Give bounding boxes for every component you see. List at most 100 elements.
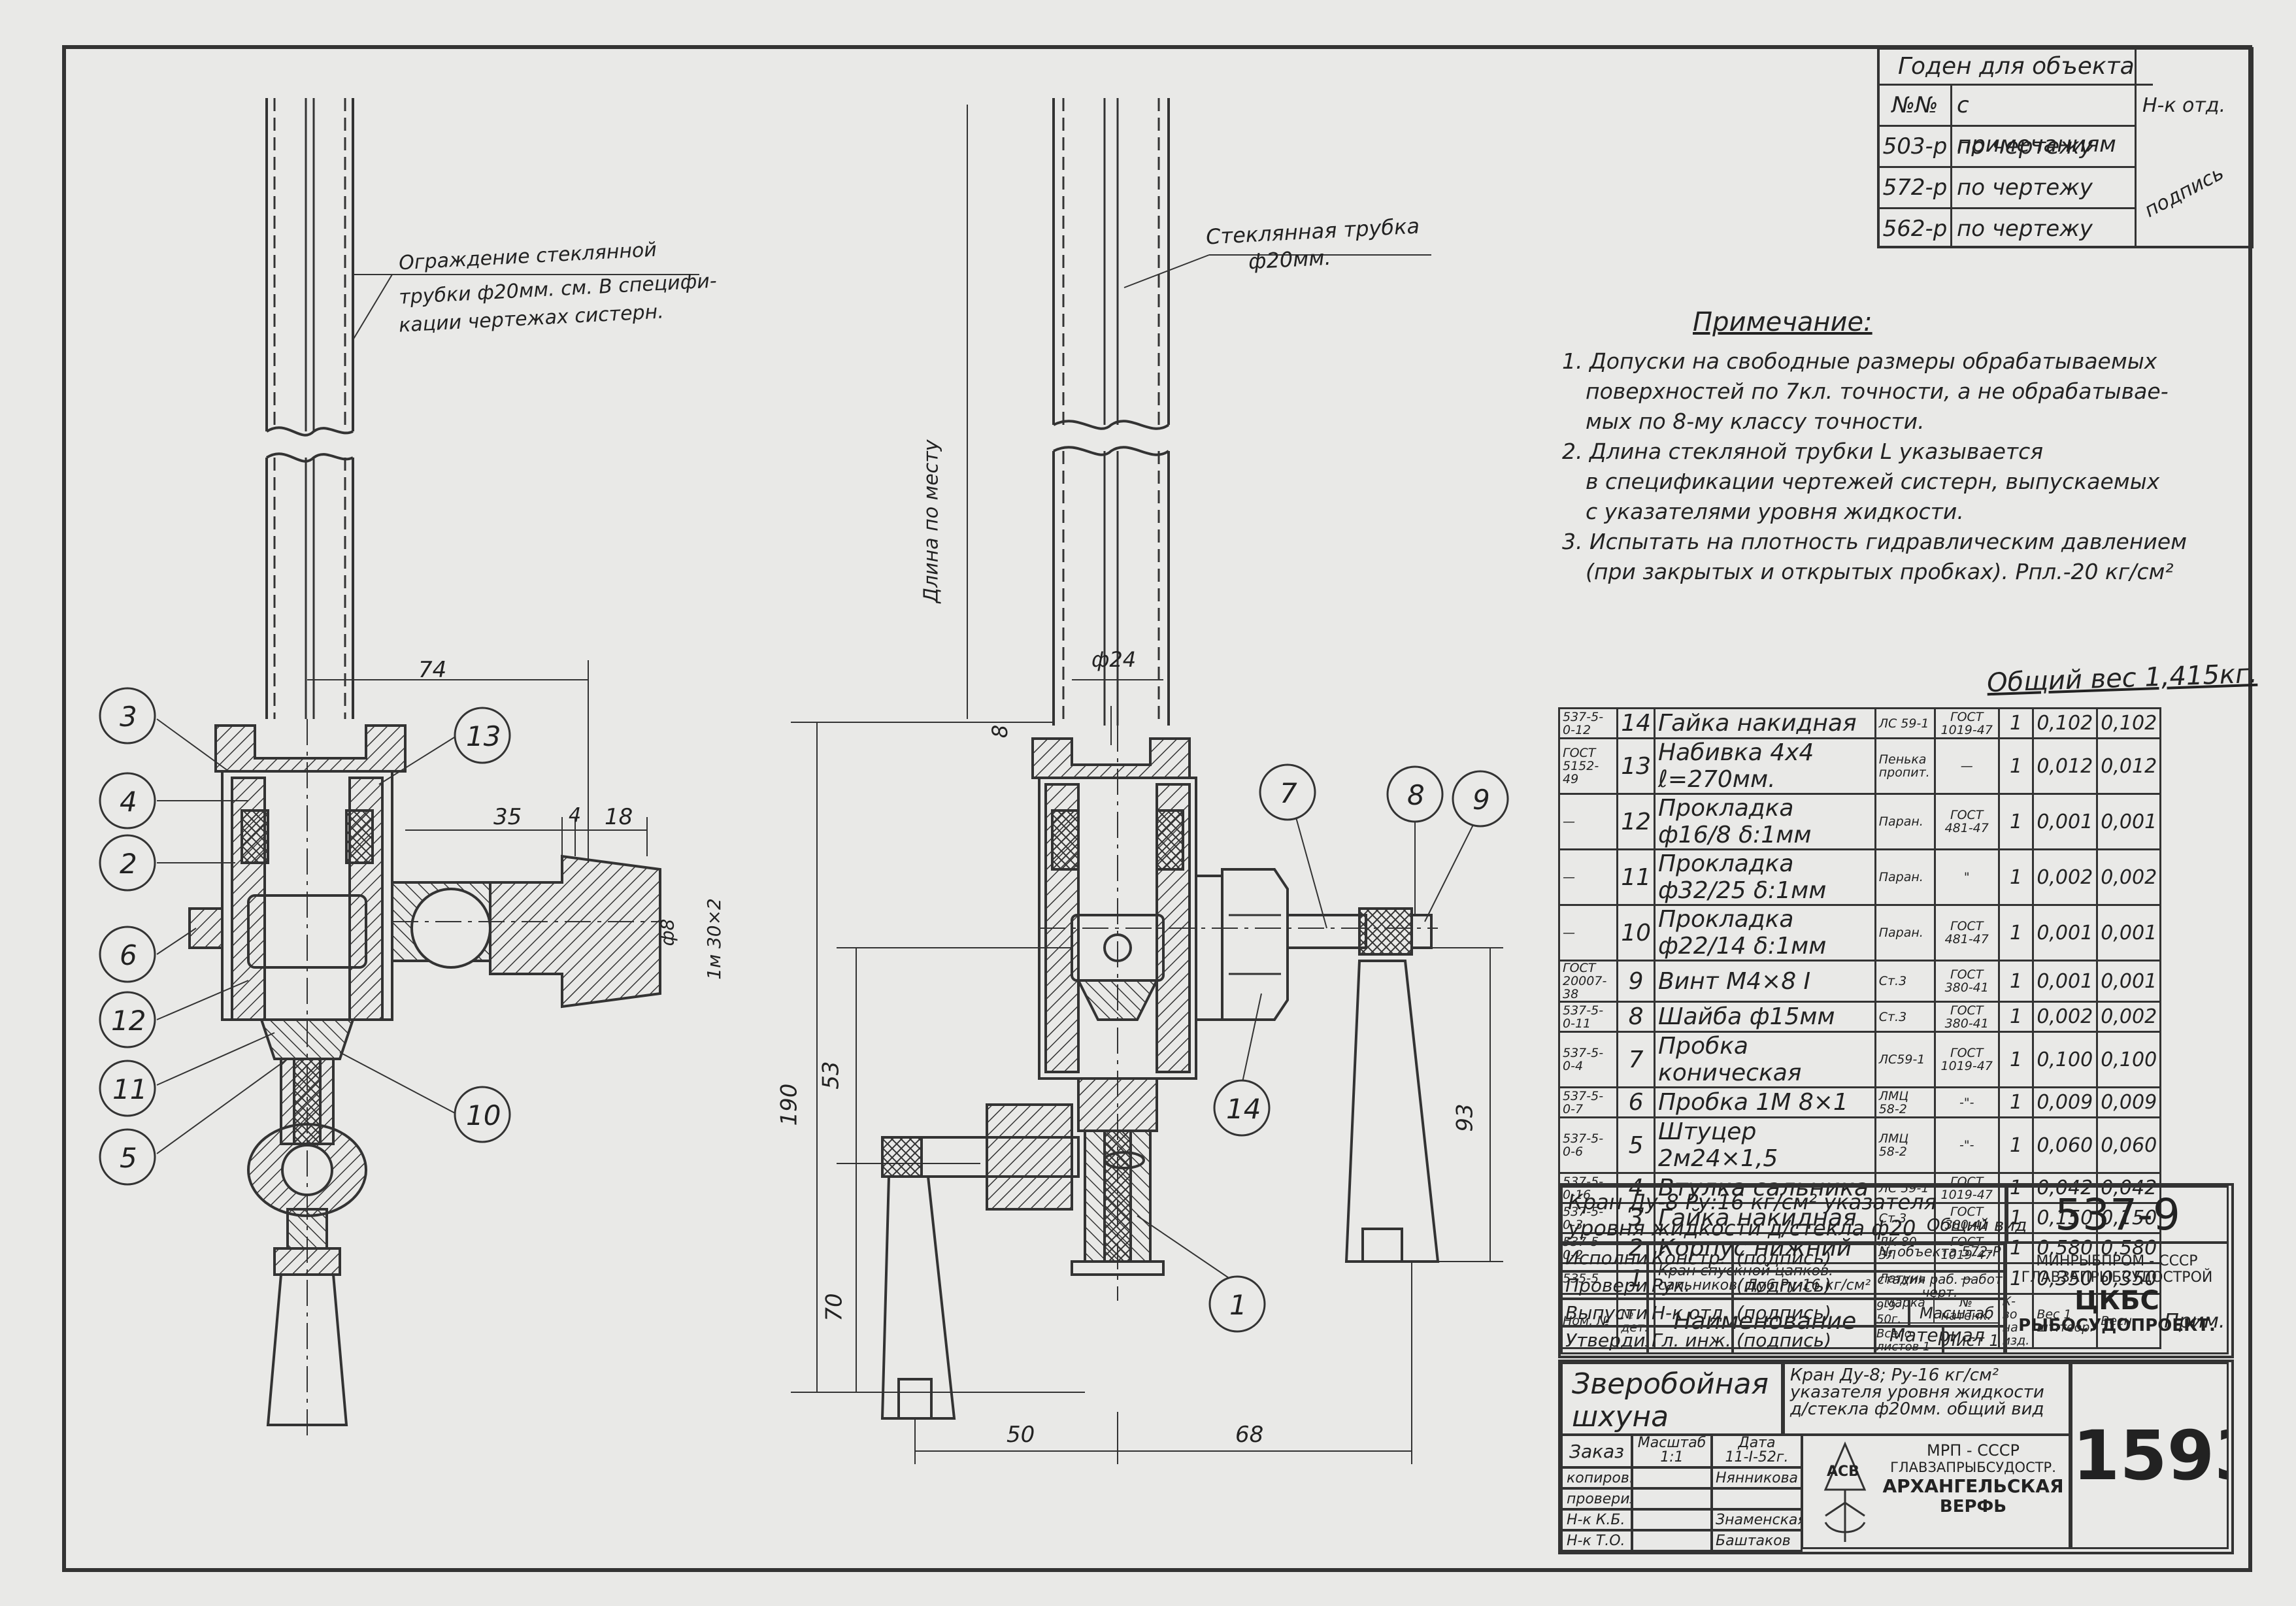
- title-main-org: МИНРЫБПРОМ - СССР ГЛАВЗАПРЫБСУДОСТРОЙ ЦК…: [2005, 1242, 2229, 1354]
- parts-note: [2161, 739, 2228, 794]
- title-main-signature: (подпись): [1732, 1326, 1876, 1354]
- title2-org-3: АРХАНГЕЛЬСКАЯ: [1882, 1475, 2064, 1497]
- title2-scale: Масштаб 1:1: [1631, 1434, 1712, 1468]
- parts-name: Прокладка ф32/25 δ:1мм: [1654, 848, 1876, 906]
- parts-w2: 0,002: [2096, 1001, 2162, 1033]
- title-main-signature: (подпись): [1732, 1243, 1876, 1272]
- parts-header-w: Вес 1 шт.: [2037, 1307, 2072, 1335]
- parts-qty: 1: [1997, 793, 2035, 850]
- balloon-1: 1: [1229, 1289, 1247, 1321]
- parts-doc: ГОСТ 20007-38: [1557, 960, 1619, 1003]
- title2-scale-label: Масштаб: [1637, 1435, 1706, 1451]
- parts-w1: 0,001: [2032, 904, 2099, 962]
- title-main-org-1: МИНРЫБПРОМ - СССР: [2036, 1253, 2198, 1269]
- parts-header-row: Ном. № № дет. Наименование Марка № натен…: [1557, 1293, 2228, 1349]
- note-line: 3. Испытать на плотность гидравлическим …: [1562, 529, 2188, 554]
- balloon-10: 10: [466, 1099, 501, 1131]
- validity-col-head: Н-к отд.: [2142, 94, 2226, 117]
- parts-std: ": [1933, 848, 2000, 906]
- note-line: 2. Длина стекляной трубки L указывается: [1562, 439, 2044, 464]
- title2-org-text: МРП - СССР ГЛАВЗАПРЫБСУДОСТР. АРХАНГЕЛЬС…: [1875, 1441, 2069, 1516]
- parts-std: —: [1933, 1262, 2000, 1295]
- validity-row-no: 562-р: [1880, 209, 1952, 248]
- parts-doc: 537-5-0-12: [1557, 707, 1619, 739]
- parts-doc: 537-5-0-6: [1557, 1116, 1619, 1174]
- title-main-view: Общий вид: [1927, 1216, 2027, 1235]
- parts-note: [2161, 709, 2228, 739]
- balloon-3: 3: [120, 701, 137, 733]
- title-block-shipyard: Зверобойная шхуна Кран Ду-8; Ру-16 кг/см…: [1558, 1360, 2234, 1554]
- parts-std: -"-: [1933, 1086, 2000, 1118]
- parts-header-material-label: Материал: [1889, 1324, 1985, 1346]
- parts-w1: 0,150: [2032, 1202, 2099, 1234]
- parts-qty: 1: [1997, 1001, 2035, 1033]
- validity-row-note: по чертежу: [1957, 216, 2093, 242]
- title-block-main: Кран Ду-8 Ру:16 кг/см² указателя уровня …: [1558, 1183, 2234, 1358]
- validity-row-note: по чертежу: [1957, 133, 2093, 159]
- parts-mat: Ст.3: [1874, 1202, 1936, 1234]
- parts-mat: Паран.: [1874, 904, 1936, 962]
- parts-header-name: Наименование: [1654, 1293, 1876, 1349]
- parts-name: Пробка 1М 8×1: [1654, 1086, 1876, 1118]
- parts-note: [2161, 1032, 2228, 1088]
- title2-org-1: МРП - СССР: [1927, 1441, 2020, 1460]
- parts-w1: 0,100: [2032, 1031, 2099, 1088]
- parts-doc: 537-5-0-16: [1557, 1172, 1619, 1204]
- title2-vessel: Зверобойная шхуна: [1561, 1362, 1783, 1435]
- title2-date: Дата 11-I-52г.: [1711, 1434, 1803, 1468]
- title2-signature: [1631, 1467, 1712, 1489]
- validity-row: 572-р по чертежу: [1880, 168, 2135, 209]
- parts-std: ГОСТ 1019-47: [1933, 1031, 2000, 1088]
- parts-std: ГОСТ 481-47: [1933, 793, 2000, 850]
- title2-org: АСВ МРП - СССР ГЛАВЗАПРЫБСУДОСТР. АРХАНГ…: [1801, 1434, 2071, 1549]
- parts-mat: ЛС 59-1: [1874, 1172, 1936, 1204]
- title2-org-2: ГЛАВЗАПРЫБСУДОСТР.: [1890, 1460, 2056, 1475]
- parts-mat: Паран.: [1874, 793, 1936, 850]
- validity-row: 503-р по чертежу: [1880, 127, 2135, 168]
- balloon-8: 8: [1407, 779, 1425, 811]
- title2-date-value: 11-I-52г.: [1725, 1449, 1789, 1465]
- parts-qty: 1: [1997, 707, 2035, 739]
- validity-row: 562-р по чертежу: [1880, 209, 2135, 248]
- title2-name: Кран Ду-8; Ру-16 кг/см² указателя уровня…: [1783, 1362, 2071, 1435]
- parts-pos: 8: [1616, 1001, 1656, 1033]
- title-main-name: Кран Ду-8 Ру:16 кг/см² указателя уровня …: [1561, 1186, 2006, 1243]
- dim-35: 35: [493, 804, 522, 830]
- parts-pos: 10: [1616, 904, 1656, 962]
- balloon-6: 6: [120, 939, 137, 971]
- balloon-5: 5: [120, 1142, 137, 1174]
- title2-number: 1593: [2071, 1362, 2229, 1549]
- parts-w2: 0,150: [2096, 1202, 2162, 1234]
- parts-name: Гайка накидная: [1654, 1202, 1876, 1234]
- parts-name: Набивка 4х4 ℓ=270мм.: [1654, 737, 1876, 795]
- parts-std: ГОСТ 380-41: [1933, 1001, 2000, 1033]
- note-line: в спецификации чертежей систерн, выпуска…: [1586, 469, 2160, 494]
- parts-name: Штуцер 2м24×1,5: [1654, 1116, 1876, 1174]
- parts-mat: Ст.3: [1874, 1001, 1936, 1033]
- parts-w2: 0,001: [2096, 904, 2162, 962]
- parts-pos: 13: [1616, 737, 1656, 795]
- parts-mat: ЛМЦ 58-2: [1874, 1116, 1936, 1174]
- parts-w1: 0,350: [2032, 1262, 2099, 1295]
- parts-mat: Паран.: [1874, 848, 1936, 906]
- dim-53: 53: [818, 1061, 844, 1090]
- parts-pos: 3: [1616, 1202, 1656, 1234]
- dim-d24: ф24: [1091, 647, 1137, 672]
- tube-callout-line-2: ф20мм.: [1248, 244, 1332, 275]
- shipyard-logo-letters: АСВ: [1827, 1464, 1859, 1480]
- parts-name: Прокладка ф22/14 δ:1мм: [1654, 904, 1876, 962]
- title-main-role: Выпустил: [1561, 1298, 1648, 1327]
- parts-note: [2161, 1088, 2228, 1118]
- title2-role: Н-к К.Б.: [1561, 1509, 1633, 1531]
- validity-header-row: №№ с примечаниям: [1880, 86, 2135, 158]
- parts-w2: 0,042: [2096, 1172, 2162, 1204]
- parts-w2: 0,060: [2096, 1116, 2162, 1174]
- balloons-right: [1208, 763, 1509, 1333]
- parts-doc: —: [1557, 904, 1619, 962]
- validity-col-note: с примечаниям: [1957, 92, 2116, 158]
- parts-doc: 537-5-0-2: [1557, 1232, 1619, 1264]
